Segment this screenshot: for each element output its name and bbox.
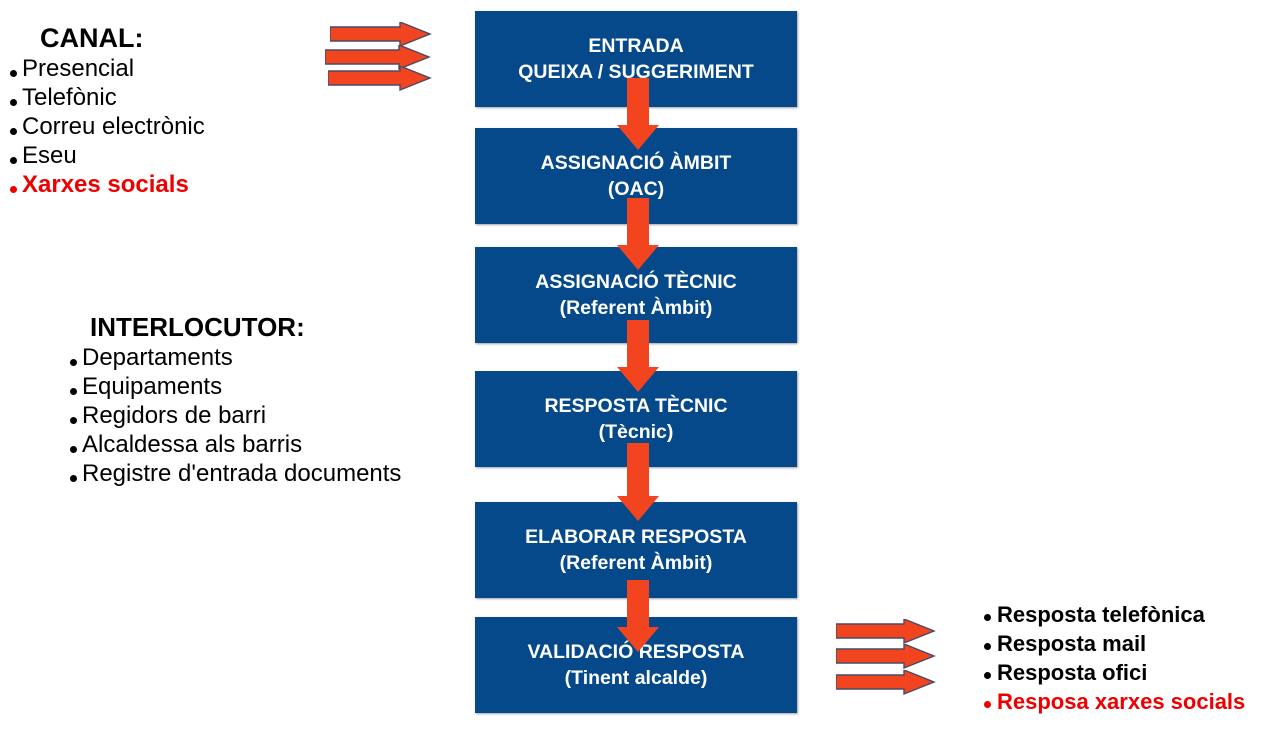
flow-step-title: ENTRADA bbox=[588, 35, 684, 57]
list-item: Resposta mail bbox=[982, 629, 1280, 658]
list-item: Registre d'entrada documents bbox=[60, 459, 460, 488]
list-item: Xarxes socials bbox=[8, 170, 308, 199]
flow-step-subtitle: (Referent Àmbit) bbox=[559, 552, 713, 574]
list-item: Correu electrònic bbox=[8, 112, 308, 141]
list-item: Alcaldessa als barris bbox=[60, 430, 460, 459]
outputs-panel: Resposta telefònica Resposta mail Respos… bbox=[982, 600, 1280, 716]
flow-step-subtitle: QUEIXA / SUGGERIMENT bbox=[518, 61, 754, 83]
flow-step-subtitle: (OAC) bbox=[607, 178, 665, 200]
output-arrow-icon-3 bbox=[836, 670, 938, 696]
interlocutor-list: Departaments Equipaments Regidors de bar… bbox=[60, 343, 460, 488]
process-flow: ENTRADA QUEIXA / SUGGERIMENT ASSIGNACIÓ … bbox=[475, 0, 797, 752]
flow-arrow-down-icon-5 bbox=[616, 580, 660, 654]
flow-arrow-down-icon-2 bbox=[616, 198, 660, 272]
flow-step-assignacio-tecnic[interactable]: ASSIGNACIÓ TÈCNIC (Referent Àmbit) bbox=[475, 247, 797, 343]
canal-list: Presencial Telefònic Correu electrònic E… bbox=[8, 54, 308, 199]
input-arrow-icon-2 bbox=[325, 45, 431, 71]
flow-step-title: ELABORAR RESPOSTA bbox=[525, 526, 747, 548]
output-arrow-icon-1 bbox=[836, 619, 938, 645]
input-arrow-icon-3 bbox=[328, 66, 432, 92]
interlocutor-panel: INTERLOCUTOR: Departaments Equipaments R… bbox=[60, 311, 460, 488]
outputs-list: Resposta telefònica Resposta mail Respos… bbox=[982, 600, 1280, 716]
flow-step-entrada[interactable]: ENTRADA QUEIXA / SUGGERIMENT bbox=[475, 11, 797, 107]
flow-step-subtitle: (Tinent alcalde) bbox=[564, 667, 708, 689]
list-item: Resposta telefònica bbox=[982, 600, 1280, 629]
list-item: Departaments bbox=[60, 343, 460, 372]
list-item: Equipaments bbox=[60, 372, 460, 401]
input-arrow-icon-1 bbox=[330, 22, 432, 48]
flow-arrow-down-icon-1 bbox=[616, 78, 660, 152]
output-arrow-icon-2 bbox=[836, 644, 938, 670]
list-item: Regidors de barri bbox=[60, 401, 460, 430]
interlocutor-heading: INTERLOCUTOR: bbox=[90, 312, 305, 342]
flow-step-subtitle: (Tècnic) bbox=[598, 421, 674, 443]
canal-panel: CANAL: Presencial Telefònic Correu elect… bbox=[8, 22, 308, 199]
list-item: Resposa xarxes socials bbox=[982, 687, 1280, 716]
flow-arrow-down-icon-3 bbox=[616, 320, 660, 394]
flow-step-title: RESPOSTA TÈCNIC bbox=[544, 395, 728, 417]
list-item: Telefònic bbox=[8, 83, 308, 112]
flow-step-title: ASSIGNACIÓ ÀMBIT bbox=[540, 152, 732, 174]
list-item: Presencial bbox=[8, 54, 308, 83]
flow-arrow-down-icon-4 bbox=[616, 443, 660, 521]
flow-step-subtitle: (Referent Àmbit) bbox=[559, 297, 713, 319]
flow-step-title: VALIDACIÓ RESPOSTA bbox=[527, 641, 745, 663]
list-item: Resposta ofici bbox=[982, 658, 1280, 687]
flow-step-title: ASSIGNACIÓ TÈCNIC bbox=[535, 271, 737, 293]
list-item: Eseu bbox=[8, 141, 308, 170]
canal-heading: CANAL: bbox=[40, 23, 144, 53]
